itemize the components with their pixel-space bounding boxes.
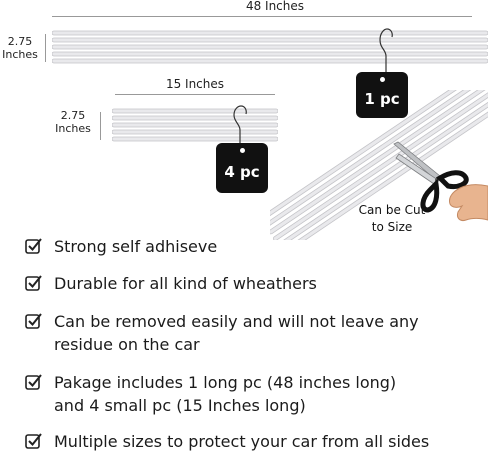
diagonal-strip	[277, 93, 488, 240]
short-strip	[112, 108, 278, 114]
diagonal-strip	[272, 90, 488, 240]
diagonal-strip	[270, 90, 488, 235]
long-height-label: 2.75 Inches	[2, 35, 38, 61]
feature-item-1: Strong self adhiseve	[22, 235, 474, 258]
hand-icon	[449, 184, 488, 221]
short-strip	[112, 136, 278, 142]
tag-hole	[379, 77, 385, 82]
long-count-tag-label: 1 pc	[364, 90, 400, 108]
long-strip	[52, 44, 488, 50]
long-tag-hook-icon	[379, 28, 393, 76]
short-height-dimension-line	[100, 112, 101, 140]
feature-item-2: Durable for all kind of wheathers	[22, 272, 474, 295]
long-strip	[52, 37, 488, 43]
checkbox-checked-icon	[25, 238, 42, 254]
diagonal-strips	[270, 90, 488, 240]
short-height-label: 2.75 Inches	[55, 109, 91, 135]
long-strip	[52, 30, 488, 36]
tag-hole	[239, 148, 245, 153]
diagonal-strip	[270, 90, 485, 222]
feature-item-4: Pakage includes 1 long pc (48 inches lon…	[22, 371, 414, 417]
cut-to-size-note: Can be Cut to Size	[358, 203, 426, 234]
feature-item-5: Multiple sizes to protect your car from …	[22, 430, 474, 453]
feature-text: Multiple sizes to protect your car from …	[54, 432, 430, 451]
checkbox-checked-icon	[25, 275, 42, 291]
short-count-tag-label: 4 pc	[224, 163, 260, 181]
checkbox-checked-icon	[25, 433, 42, 449]
long-count-tag: 1 pc	[356, 72, 408, 118]
short-strip	[112, 115, 278, 121]
long-length-dimension-line	[52, 16, 472, 17]
feature-item-3: Can be removed easily and will not leave…	[22, 310, 474, 356]
diagonal-strip	[270, 90, 488, 228]
short-count-tag: 4 pc	[216, 143, 268, 193]
short-tag-hook-icon	[233, 105, 247, 146]
long-height-dimension-line	[45, 34, 46, 62]
diagonal-strip-bundle	[270, 90, 488, 240]
short-strip	[112, 122, 278, 128]
long-strips	[52, 30, 488, 64]
diagonal-strip	[281, 100, 488, 240]
short-strip	[112, 129, 278, 135]
feature-text: Pakage includes 1 long pc (48 inches lon…	[54, 373, 397, 415]
scissors-icon	[393, 141, 469, 213]
feature-text: Durable for all kind of wheathers	[54, 274, 317, 293]
checkbox-checked-icon	[25, 313, 42, 329]
short-length-label: 15 Inches	[165, 77, 225, 91]
long-strip	[52, 58, 488, 64]
short-strips	[112, 108, 278, 142]
long-strip-bundle	[52, 30, 488, 64]
short-strip-bundle	[112, 108, 278, 142]
long-strip	[52, 51, 488, 57]
short-length-dimension-line	[115, 94, 275, 95]
feature-text: Can be removed easily and will not leave…	[54, 312, 419, 354]
checkbox-checked-icon	[25, 374, 42, 390]
long-length-label: 48 Inches	[245, 0, 305, 13]
feature-text: Strong self adhiseve	[54, 237, 218, 256]
